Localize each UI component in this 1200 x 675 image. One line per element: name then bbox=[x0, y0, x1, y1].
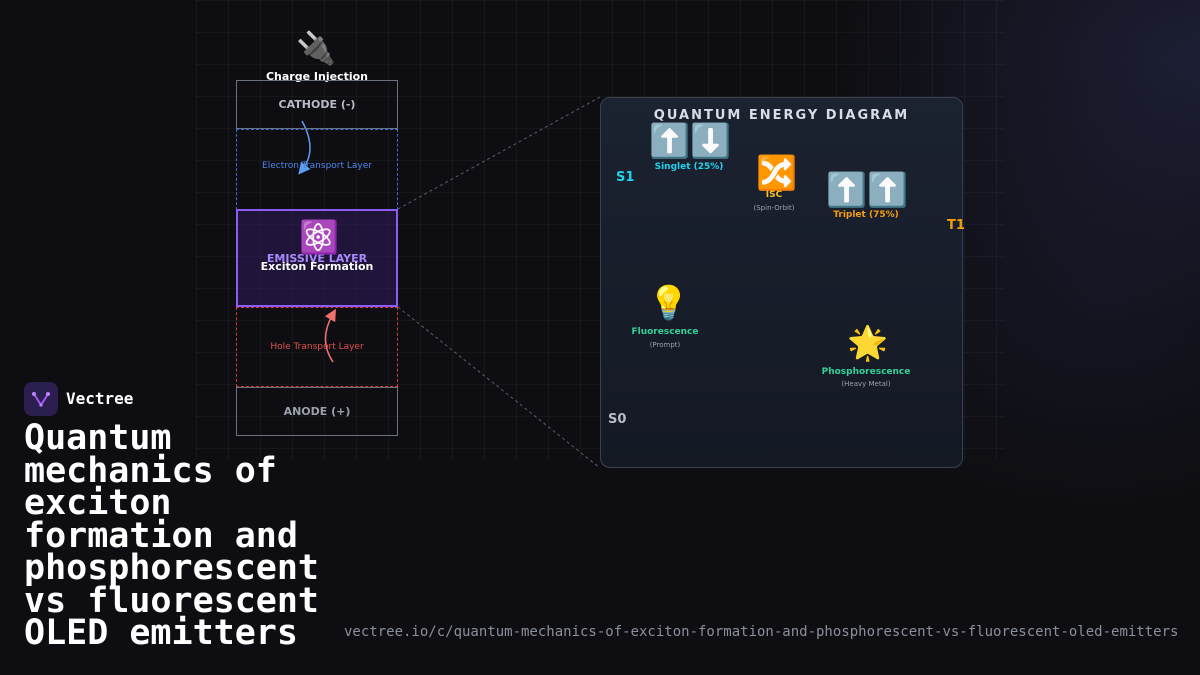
cathode-label: CATHODE (-) bbox=[278, 98, 356, 111]
isc-label: ISC bbox=[765, 190, 783, 200]
hole-flow-arrow bbox=[324, 308, 336, 363]
electron-flow-arrow bbox=[298, 120, 311, 175]
isc-sublabel: (Spin-Orbit) bbox=[753, 204, 795, 212]
energy-diagram-title: QUANTUM ENERGY DIAGRAM bbox=[653, 108, 910, 123]
t1-level-label: T1 bbox=[947, 218, 965, 233]
charge-injection-label: Charge Injection bbox=[265, 70, 368, 83]
electric-plug-icon: 🔌 bbox=[296, 29, 336, 67]
exciton-formation-label: Exciton Formation bbox=[260, 260, 374, 273]
star-icon: 🌟 bbox=[847, 323, 889, 362]
phosphorescence-label: Phosphorescence bbox=[821, 367, 911, 377]
singlet-label: Singlet (25%) bbox=[654, 162, 724, 172]
anode-layer: ANODE (+) bbox=[236, 387, 398, 436]
vectree-logo-icon bbox=[32, 392, 50, 407]
page-title: Quantum mechanics of exciton formation a… bbox=[24, 418, 320, 653]
triplet-label: Triplet (75%) bbox=[833, 210, 899, 220]
electron-transport-layer: Electron Transport Layer bbox=[236, 129, 398, 210]
page-url: vectree.io/c/quantum-mechanics-of-excito… bbox=[344, 624, 1179, 640]
vectree-logo bbox=[24, 382, 58, 416]
up-up-arrows-icon: ⬆️⬆️ bbox=[826, 170, 909, 209]
hole-transport-layer: Hole Transport Layer bbox=[236, 307, 398, 387]
energy-diagram-panel bbox=[600, 97, 963, 468]
fluorescence-label: Fluorescence bbox=[631, 327, 699, 337]
anode-label: ANODE (+) bbox=[283, 405, 351, 418]
emissive-layer: EMISSIVE LAYER ⚛️ Exciton Formation bbox=[236, 209, 398, 307]
zoom-line-top bbox=[397, 96, 601, 210]
fluorescence-sublabel: (Prompt) bbox=[649, 341, 681, 349]
light-bulb-icon: 💡 bbox=[648, 283, 690, 322]
s1-level-label: S1 bbox=[616, 170, 635, 185]
emissive-layer-label: EMISSIVE LAYER bbox=[266, 252, 368, 265]
atom-icon: ⚛️ bbox=[299, 218, 339, 256]
zoom-line-bottom bbox=[397, 306, 601, 469]
etl-label: Electron Transport Layer bbox=[262, 160, 372, 171]
htl-label: Hole Transport Layer bbox=[270, 342, 364, 352]
cathode-layer: CATHODE (-) bbox=[236, 80, 398, 129]
s0-level-label: S0 bbox=[608, 412, 627, 427]
brand-name: Vectree bbox=[66, 389, 134, 408]
phosphorescence-sublabel: (Heavy Metal) bbox=[841, 380, 891, 388]
up-down-arrows-icon: ⬆️⬇️ bbox=[649, 121, 732, 160]
shuffle-icon: 🔀 bbox=[756, 153, 798, 192]
